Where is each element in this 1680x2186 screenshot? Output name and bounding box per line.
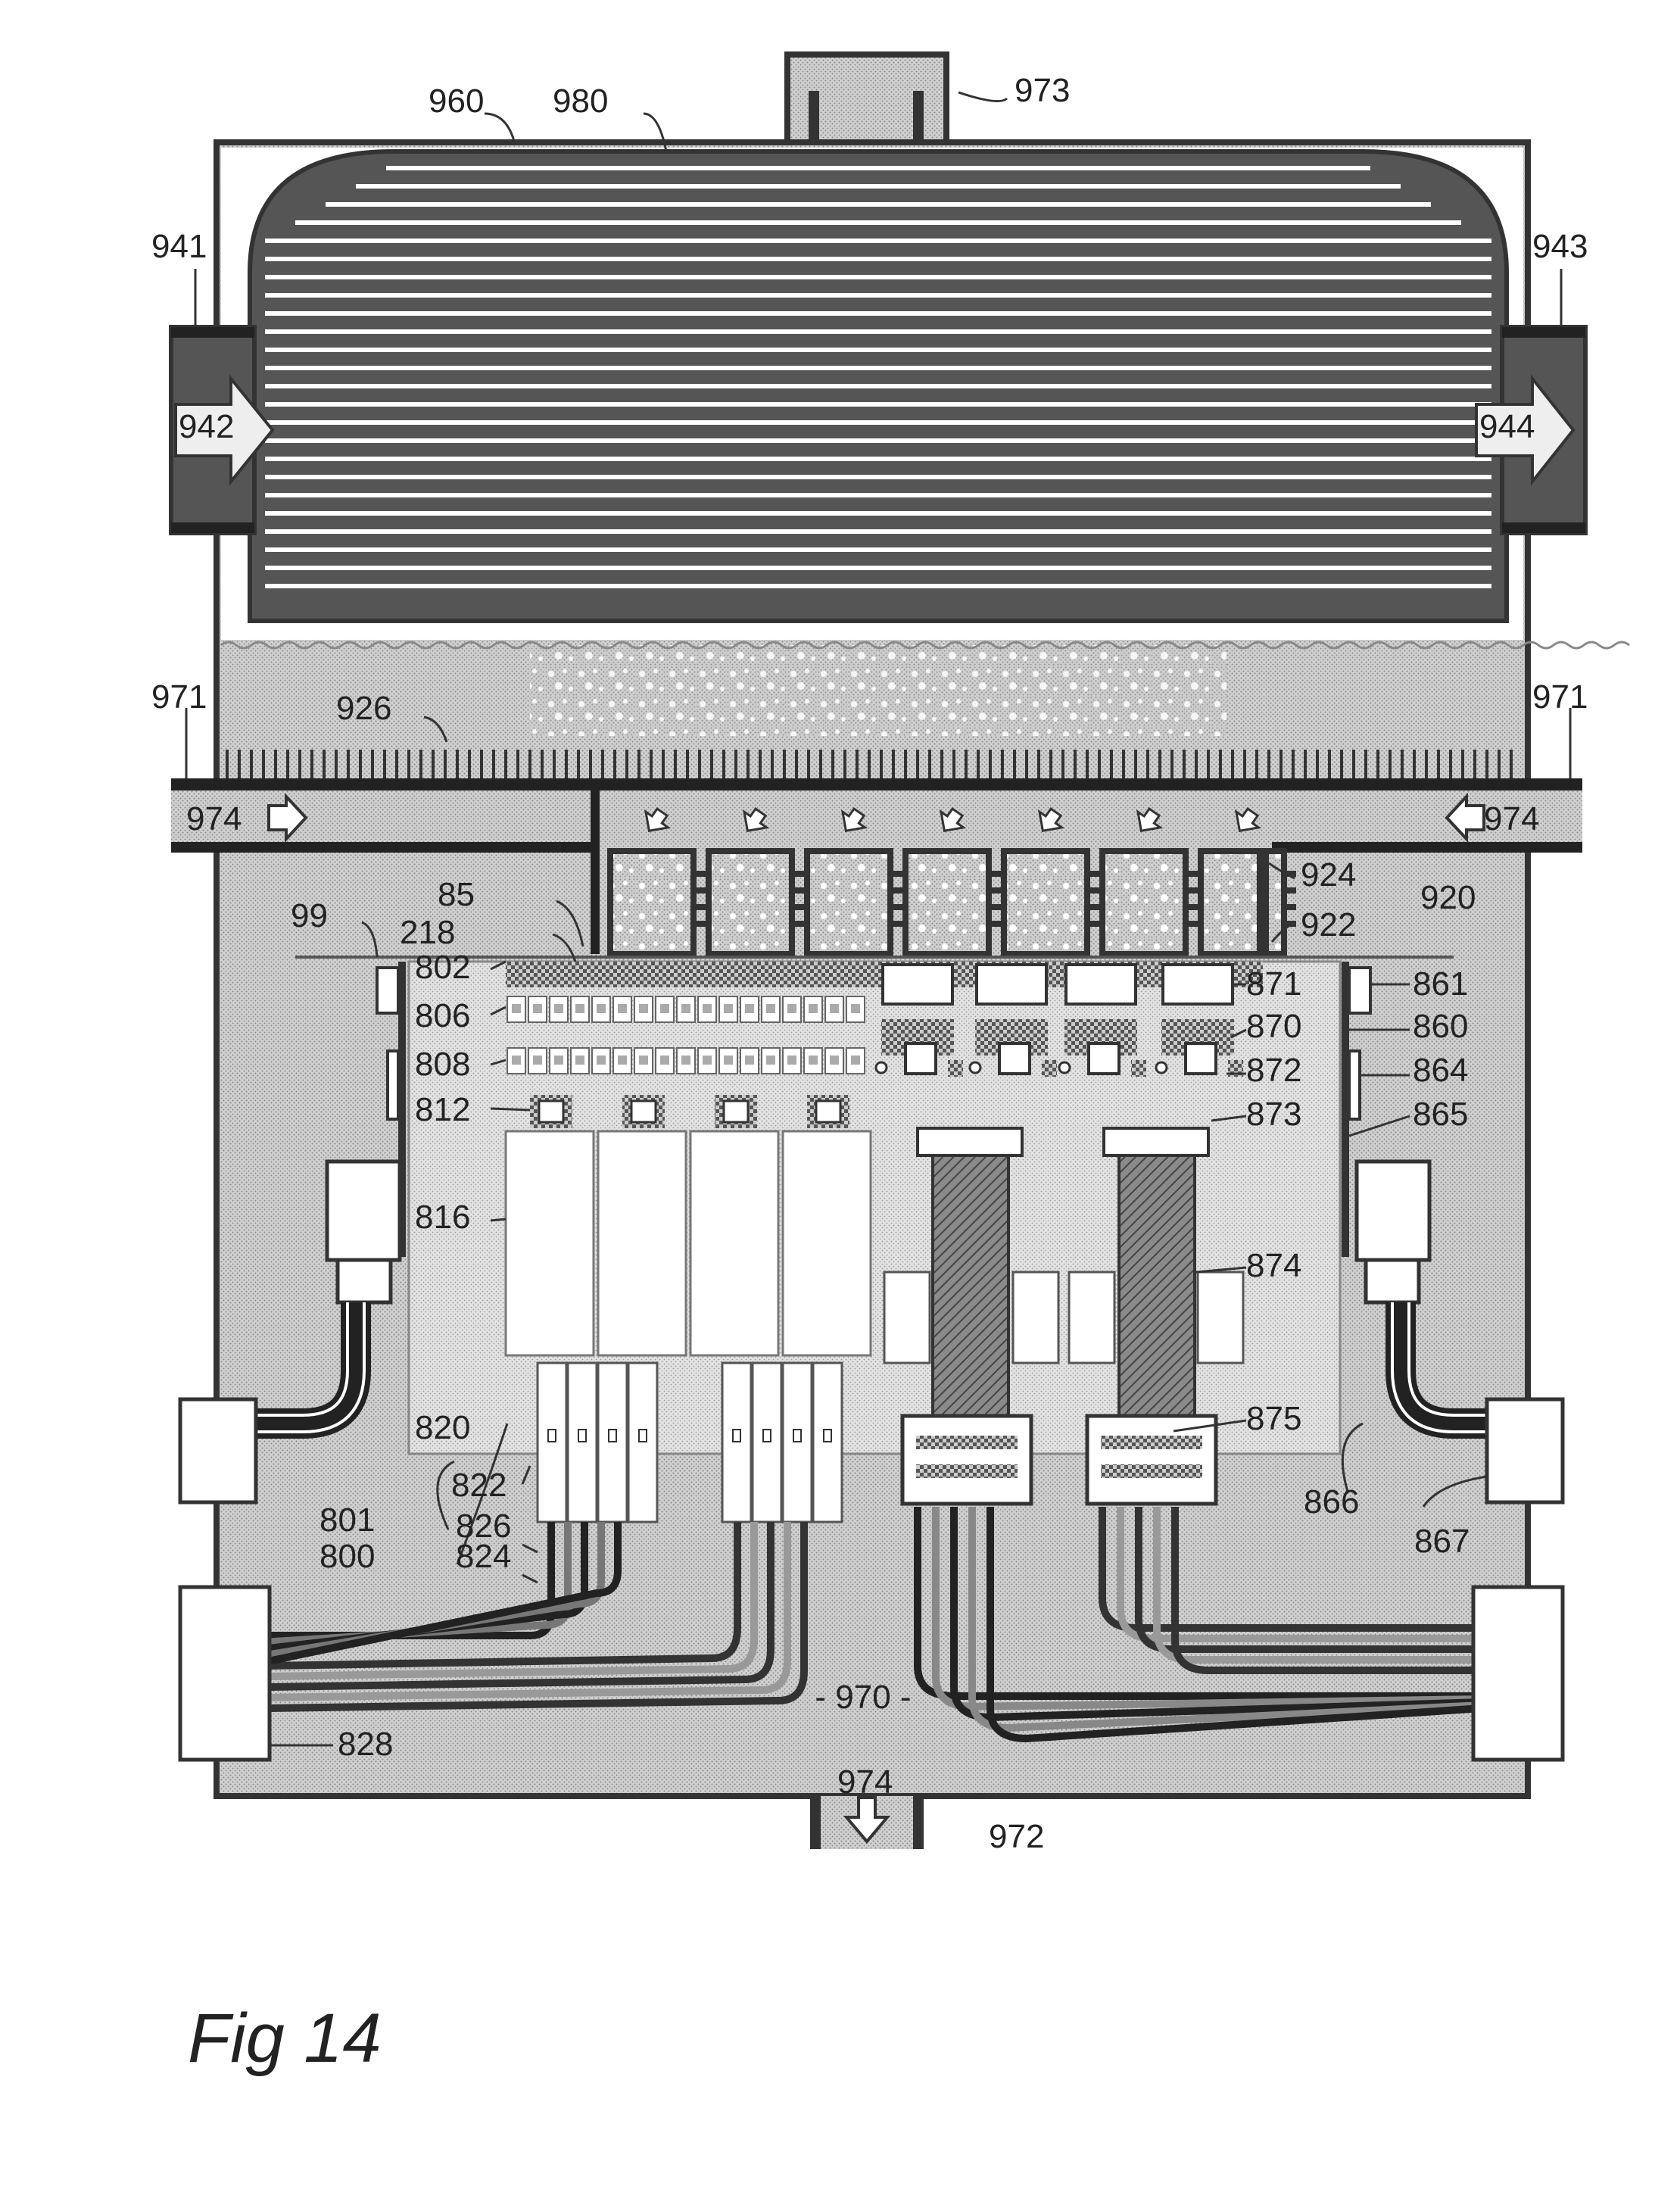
label-972: 972 [989, 1818, 1044, 1855]
label-218: 218 [400, 914, 455, 951]
label-974-bottom: 974 [837, 1763, 893, 1801]
label-871: 871 [1246, 965, 1301, 1003]
label-922: 922 [1301, 906, 1356, 943]
label-801: 801 [319, 1502, 375, 1539]
label-824: 824 [456, 1538, 511, 1575]
leader-lines [185, 91, 1572, 1747]
label-874: 874 [1246, 1247, 1301, 1284]
right-power-box-865 [1354, 1159, 1432, 1305]
chips-812 [530, 1095, 849, 1128]
label-806: 806 [415, 997, 470, 1034]
label-822: 822 [451, 1467, 506, 1504]
label-85: 85 [438, 876, 475, 913]
label-971-right: 971 [1532, 678, 1588, 716]
left-bracket [376, 962, 406, 1257]
label-867: 867 [1414, 1523, 1470, 1560]
label-866: 866 [1304, 1483, 1359, 1520]
manifold-pipe-971 [171, 778, 1582, 853]
label-816: 816 [415, 1199, 470, 1236]
label-802: 802 [415, 949, 470, 986]
modules-816 [504, 1130, 872, 1357]
reference-labels: 960 980 973 941 943 942 944 971 971 926 974 974 974 9… [151, 72, 1588, 1855]
label-944: 944 [1479, 408, 1535, 445]
strip-802 [506, 962, 869, 987]
ribbon-cables-874 [883, 1127, 1245, 1445]
label-943: 943 [1532, 228, 1588, 265]
connectors-875 [900, 1414, 1218, 1506]
label-99: 99 [291, 897, 328, 934]
center-label-970: - 970 - [815, 1679, 911, 1716]
label-974-right: 974 [1484, 800, 1539, 837]
condenser-coil-980 [248, 149, 1509, 623]
label-973: 973 [1015, 72, 1070, 109]
label-812: 812 [415, 1091, 470, 1128]
label-941: 941 [151, 228, 207, 265]
label-865: 865 [1413, 1096, 1468, 1133]
right-outlet-pipe-943 [1475, 325, 1588, 535]
label-974-left: 974 [186, 800, 242, 837]
fins-926 [226, 750, 1513, 778]
label-826: 826 [456, 1508, 511, 1545]
label-960: 960 [429, 83, 484, 120]
left-power-box [325, 1159, 402, 1305]
label-828: 828 [338, 1726, 393, 1763]
label-870: 870 [1246, 1008, 1301, 1045]
label-808: 808 [415, 1046, 470, 1083]
label-864: 864 [1413, 1052, 1468, 1089]
label-872: 872 [1246, 1052, 1301, 1089]
connectors-822 [536, 1361, 843, 1523]
figure-title: Fig 14 [188, 2000, 382, 2077]
label-926: 926 [336, 690, 391, 727]
memory-rows-806-808 [506, 996, 865, 1074]
label-942: 942 [179, 408, 234, 445]
components-871-872 [874, 963, 1243, 1077]
external-boxes [178, 1397, 1565, 1762]
liquid-surface-line [220, 641, 1630, 650]
right-bracket-860 [1342, 962, 1372, 1257]
bottom-drain-972 [810, 1796, 924, 1849]
label-873: 873 [1246, 1096, 1301, 1133]
coldplates-924 [607, 807, 1296, 957]
label-924: 924 [1301, 856, 1356, 893]
label-971-left: 971 [151, 678, 207, 716]
liquid-surface-bubbles [530, 645, 1226, 736]
cables [256, 1302, 1487, 1743]
label-875: 875 [1246, 1400, 1301, 1437]
label-861: 861 [1413, 965, 1468, 1003]
left-inlet-pipe-941 [169, 325, 275, 535]
label-800: 800 [319, 1538, 375, 1575]
feed-pipe [591, 787, 600, 954]
label-820: 820 [415, 1409, 470, 1446]
label-860: 860 [1413, 1008, 1468, 1045]
label-980: 980 [553, 83, 608, 120]
label-920: 920 [1420, 879, 1476, 916]
